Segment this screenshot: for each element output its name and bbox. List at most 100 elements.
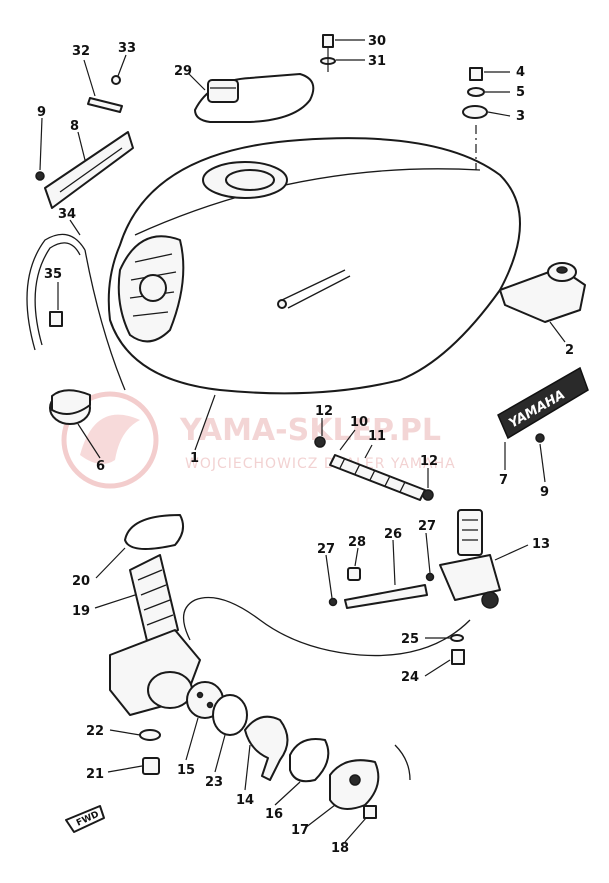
callout-6: 6 — [96, 459, 105, 474]
callout-22: 22 — [86, 724, 104, 739]
disc-15-hole-2 — [206, 701, 214, 709]
fuel-pipe — [314, 436, 434, 501]
leader-1 — [194, 394, 216, 451]
left-cock-washer-22 — [139, 729, 161, 741]
screw-18 — [363, 805, 377, 819]
callout-3: 3 — [516, 109, 525, 124]
tank-bracket — [35, 131, 134, 209]
lever-14 — [244, 715, 289, 781]
gasket-16 — [289, 738, 330, 783]
callout-15: 15 — [177, 763, 195, 778]
watermark-logo-swirl — [80, 414, 140, 464]
callout-25: 25 — [401, 632, 419, 647]
left-cock-filter-mesh — [137, 569, 174, 626]
tank-mount-rod-2 — [287, 275, 351, 309]
filler-neck-inner — [225, 169, 275, 191]
callout-24: 24 — [401, 670, 419, 685]
clamp-band-lower — [84, 249, 126, 391]
fuel-tank-ridge — [134, 168, 481, 236]
watermark-sub-text: WOJCIECHOWICZ DEALER YAMAHA — [185, 456, 456, 472]
clamp-band-strap-2 — [34, 242, 81, 346]
right-cock-screw — [450, 634, 465, 665]
leader-26 — [392, 539, 396, 586]
callout-7: 7 — [499, 473, 508, 488]
leader-19 — [94, 594, 136, 609]
clamp-bolt — [49, 311, 63, 327]
leader-24 — [424, 659, 451, 677]
leader-21 — [107, 765, 143, 773]
callout-23: 23 — [205, 775, 223, 790]
fuel-cap-latch — [207, 79, 239, 103]
callout-26: 26 — [384, 527, 402, 542]
leader-34 — [69, 219, 81, 236]
left-fuel-cock — [109, 514, 201, 775]
fuel-tank — [107, 137, 521, 395]
side-bolt — [87, 97, 123, 113]
leader-9b — [539, 443, 546, 483]
clamp-band-strap — [26, 233, 86, 351]
side-bolt-assembly — [87, 75, 123, 113]
fwd-arrow-shape — [65, 805, 105, 833]
callout-11: 11 — [368, 429, 386, 444]
leader-28 — [354, 547, 359, 567]
rear-bolt — [469, 67, 483, 81]
callout-21: 21 — [86, 767, 104, 782]
side-bolt-washer — [111, 75, 121, 85]
damper-hole — [556, 266, 568, 274]
callout-5: 5 — [516, 85, 525, 100]
leader-3 — [487, 111, 511, 117]
tank-emblem: YAMAHA — [497, 366, 589, 443]
leader-2 — [549, 321, 566, 343]
bracket-detail — [59, 147, 123, 193]
watermark-main-text: YAMA-SKLEP.PL — [179, 413, 441, 448]
leader-32 — [83, 59, 96, 97]
leader-lines — [39, 39, 566, 843]
left-cock-filter-19 — [129, 554, 179, 646]
leader-23 — [214, 734, 226, 773]
watermark: YAMA-SKLEP.PL WOJCIECHOWICZ DEALER YAMAH… — [61, 391, 456, 489]
leader-11 — [364, 444, 373, 459]
vent-pipe-body — [344, 584, 428, 609]
leader-27b — [425, 532, 431, 574]
callout-27b: 27 — [418, 519, 436, 534]
fuel-hose-ribs — [339, 457, 406, 493]
leader-20 — [95, 547, 126, 579]
callout-10: 10 — [350, 415, 368, 430]
pipe-clip-27-left — [328, 597, 338, 607]
screw-24 — [451, 649, 465, 665]
knee-recess-boss — [139, 274, 167, 302]
rear-grommet — [462, 105, 488, 119]
callout-17: 17 — [291, 823, 309, 838]
callout-28: 28 — [348, 535, 366, 550]
callout-34: 34 — [58, 207, 76, 222]
tank-underside-outline — [183, 596, 471, 781]
callout-9b: 9 — [540, 485, 549, 500]
rear-washer — [467, 87, 485, 97]
pipe-clip-27-right — [425, 572, 435, 582]
callout-27a: 27 — [317, 542, 335, 557]
o-ring-23 — [212, 694, 248, 736]
callout-12b: 12 — [420, 454, 438, 469]
leader-29 — [187, 72, 206, 91]
callout-19: 19 — [72, 604, 90, 619]
tank-mount-rod — [281, 269, 346, 301]
callout-1: 1 — [190, 451, 199, 466]
leader-17 — [304, 804, 336, 829]
fuel-tank-body — [107, 137, 521, 395]
emblem-plate — [497, 366, 589, 440]
leader-33 — [117, 54, 127, 77]
clamp-band — [26, 233, 126, 391]
right-fuel-cock — [439, 509, 501, 609]
right-cock-lever — [481, 591, 499, 609]
rear-bolt-assembly — [462, 67, 488, 170]
tank-mount-bolt — [277, 299, 287, 309]
callout-4: 4 — [516, 65, 525, 80]
callout-30: 30 — [368, 34, 386, 49]
leader-22 — [109, 729, 141, 736]
rear-damper — [499, 262, 586, 323]
callout-16: 16 — [265, 807, 283, 822]
right-cock-filter — [457, 509, 483, 556]
leader-13 — [494, 544, 529, 561]
callout-35: 35 — [44, 267, 62, 282]
callout-2: 2 — [565, 343, 574, 358]
